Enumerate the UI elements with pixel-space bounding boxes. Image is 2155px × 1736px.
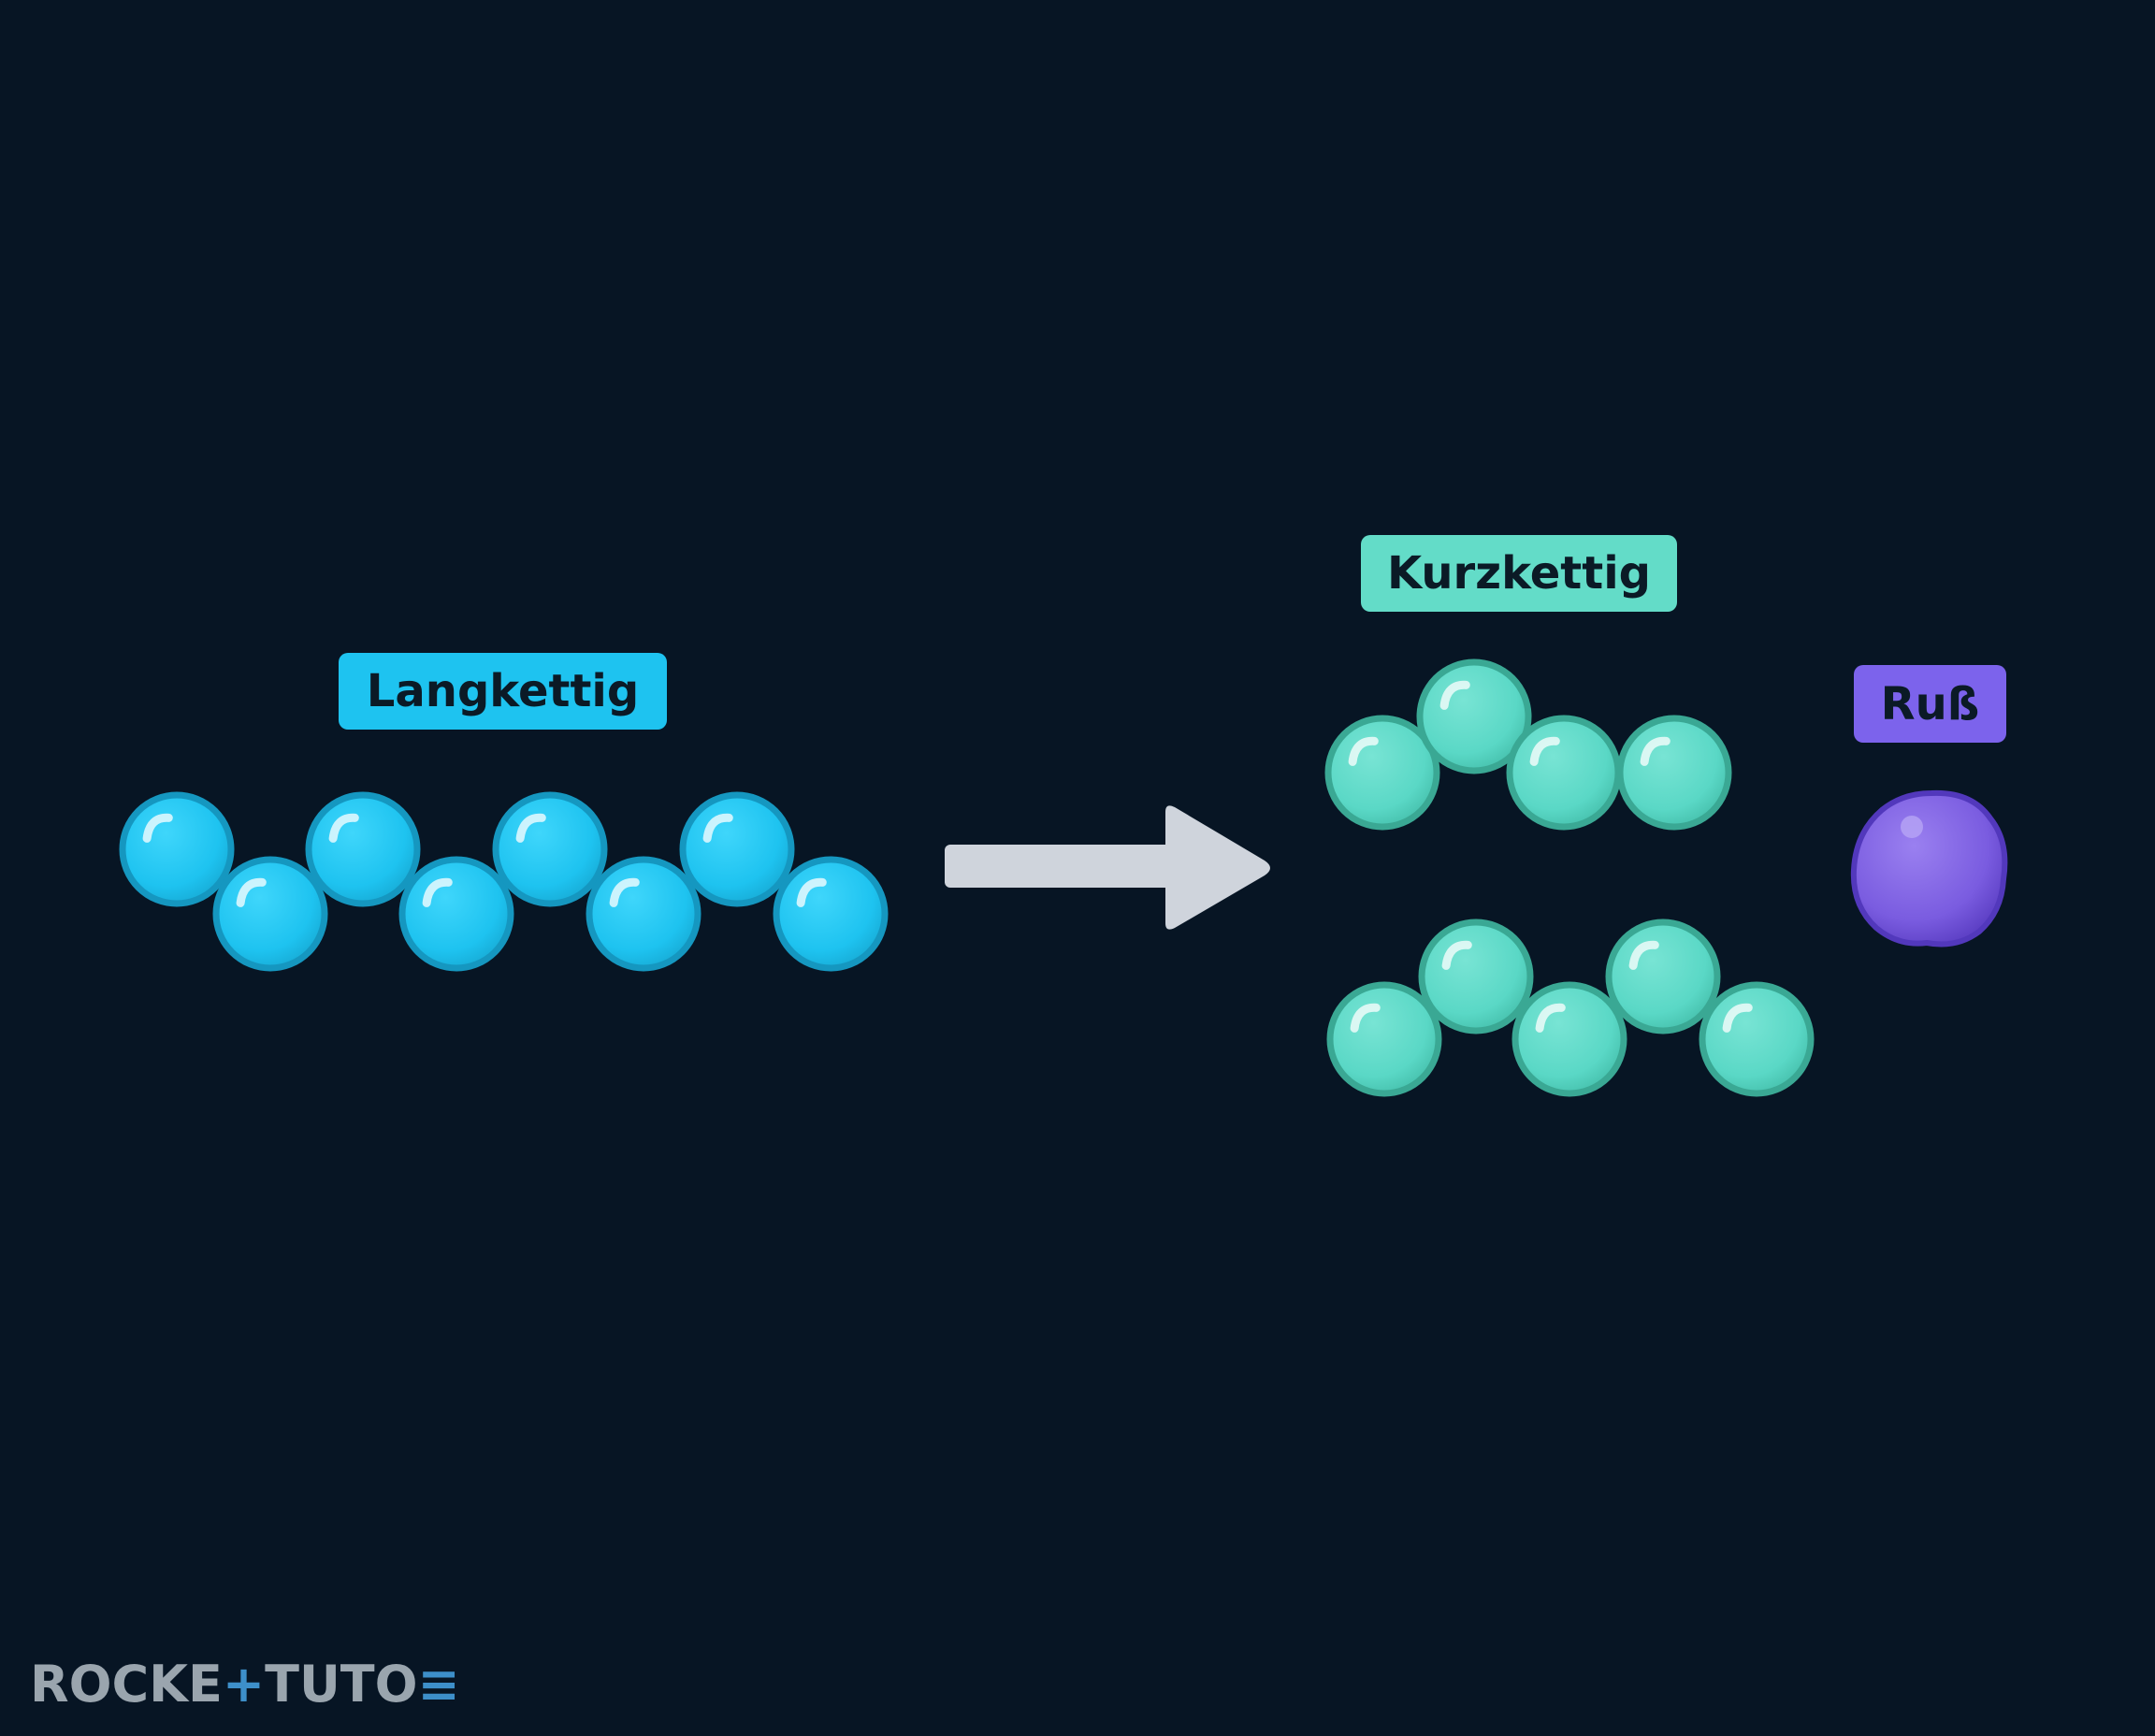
arrow-head: [1165, 805, 1270, 930]
short-chain-bead: [1324, 715, 1440, 831]
short-chain-bead-body: [1699, 981, 1815, 1097]
short-chain-bead-highlight: [1439, 680, 1470, 710]
long-chain-bead-body: [679, 791, 795, 907]
short-chain-bead-highlight: [1640, 736, 1670, 766]
long-chain-bead-highlight: [796, 877, 827, 907]
logo-plus-mark: +: [222, 1654, 266, 1714]
short-chain-label: Kurzkettig: [1361, 535, 1677, 612]
long-chain-bead-body: [586, 856, 701, 972]
short-chain-bead: [1511, 981, 1627, 1097]
short-chain-bead: [1506, 715, 1622, 831]
long-chain-bead: [679, 791, 795, 907]
long-chain-bead-body: [773, 856, 889, 972]
arrow-shaft: [945, 845, 1179, 888]
long-chain-bead: [212, 856, 328, 972]
logo-equals-mark: ≡: [417, 1654, 460, 1714]
long-chain-bead: [398, 856, 514, 972]
long-chain-molecule: [119, 791, 889, 972]
soot-label: Ruß: [1854, 665, 2006, 743]
long-chain-bead: [492, 791, 608, 907]
short-chain-bead-highlight: [1722, 1003, 1753, 1033]
soot-blob: [1850, 789, 2008, 948]
short-chain-bead: [1416, 658, 1532, 774]
short-chain-molecule-2: [1326, 919, 1815, 1097]
rocket-tutor-logo: ROCKE + TUTO ≡: [30, 1654, 460, 1714]
long-chain-label: Langkettig: [339, 653, 667, 730]
short-chain-bead: [1605, 919, 1721, 1034]
short-chain-bead-highlight: [1348, 736, 1379, 766]
soot-particle: [1850, 789, 2008, 948]
short-chain-bead-body: [1506, 715, 1622, 831]
long-chain-bead-highlight: [236, 877, 267, 907]
long-chain-bead: [586, 856, 701, 972]
long-chain-bead-highlight: [702, 813, 733, 843]
long-chain-bead-highlight: [609, 877, 640, 907]
short-chain-bead-highlight: [1535, 1003, 1566, 1033]
long-chain-bead-highlight: [515, 813, 546, 843]
short-chain-bead: [1326, 981, 1442, 1097]
long-chain-bead-body: [212, 856, 328, 972]
short-chain-bead-body: [1616, 715, 1732, 831]
long-chain-bead: [305, 791, 421, 907]
short-chain-bead-body: [1418, 919, 1534, 1034]
short-chain-bead-body: [1326, 981, 1442, 1097]
long-chain-bead-body: [492, 791, 608, 907]
logo-text-part2: TUTO: [265, 1654, 418, 1714]
short-chain-bead: [1616, 715, 1732, 831]
short-chain-bead-highlight: [1350, 1003, 1381, 1033]
long-chain-bead-highlight: [142, 813, 173, 843]
short-chain-bead-body: [1511, 981, 1627, 1097]
short-chain-bead: [1418, 919, 1534, 1034]
long-chain-bead: [773, 856, 889, 972]
long-chain-bead-body: [398, 856, 514, 972]
short-chain-bead: [1699, 981, 1815, 1097]
soot-highlight: [1901, 816, 1923, 838]
logo-text-part1: ROCKE: [30, 1654, 223, 1714]
long-chain-bead-highlight: [422, 877, 453, 907]
long-chain-bead-body: [305, 791, 421, 907]
short-chain-molecule-1: [1324, 658, 1732, 831]
long-chain-bead-body: [119, 791, 235, 907]
short-chain-bead-highlight: [1441, 940, 1472, 970]
reaction-arrow: [945, 805, 1270, 930]
long-chain-bead-highlight: [328, 813, 359, 843]
long-chain-bead: [119, 791, 235, 907]
short-chain-bead-body: [1605, 919, 1721, 1034]
short-chain-bead-highlight: [1628, 940, 1659, 970]
short-chain-bead-highlight: [1529, 736, 1560, 766]
